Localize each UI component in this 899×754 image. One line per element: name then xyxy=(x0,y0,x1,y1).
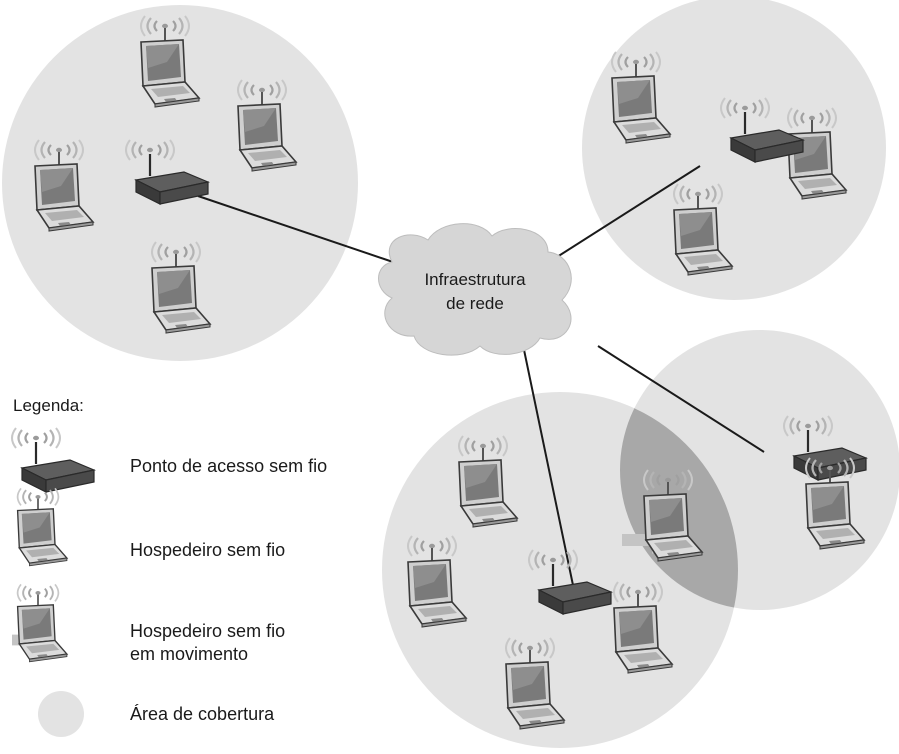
legend-coverage-label: Área de cobertura xyxy=(130,704,275,724)
legend-host-icon xyxy=(18,488,67,565)
link-left xyxy=(197,195,394,263)
link-right xyxy=(545,165,701,265)
legend-coverage-swatch xyxy=(38,691,84,737)
link-bottom-right xyxy=(597,345,765,453)
network-label-line2: de rede xyxy=(446,294,504,313)
network-cloud xyxy=(378,223,572,356)
legend-moving-host-label-line2: em movimento xyxy=(130,644,248,664)
legend-title: Legenda: xyxy=(13,396,84,415)
legend-access-point-label: Ponto de acesso sem fio xyxy=(130,456,327,476)
legend-moving-host-label-line1: Hospedeiro sem fio xyxy=(130,621,285,641)
legend-host-label: Hospedeiro sem fio xyxy=(130,540,285,560)
legend-moving-host-icon xyxy=(18,584,67,661)
network-label-line1: Infraestrutura xyxy=(424,270,526,289)
legend-access-point-icon xyxy=(12,428,94,492)
link-bottom xyxy=(522,344,575,591)
